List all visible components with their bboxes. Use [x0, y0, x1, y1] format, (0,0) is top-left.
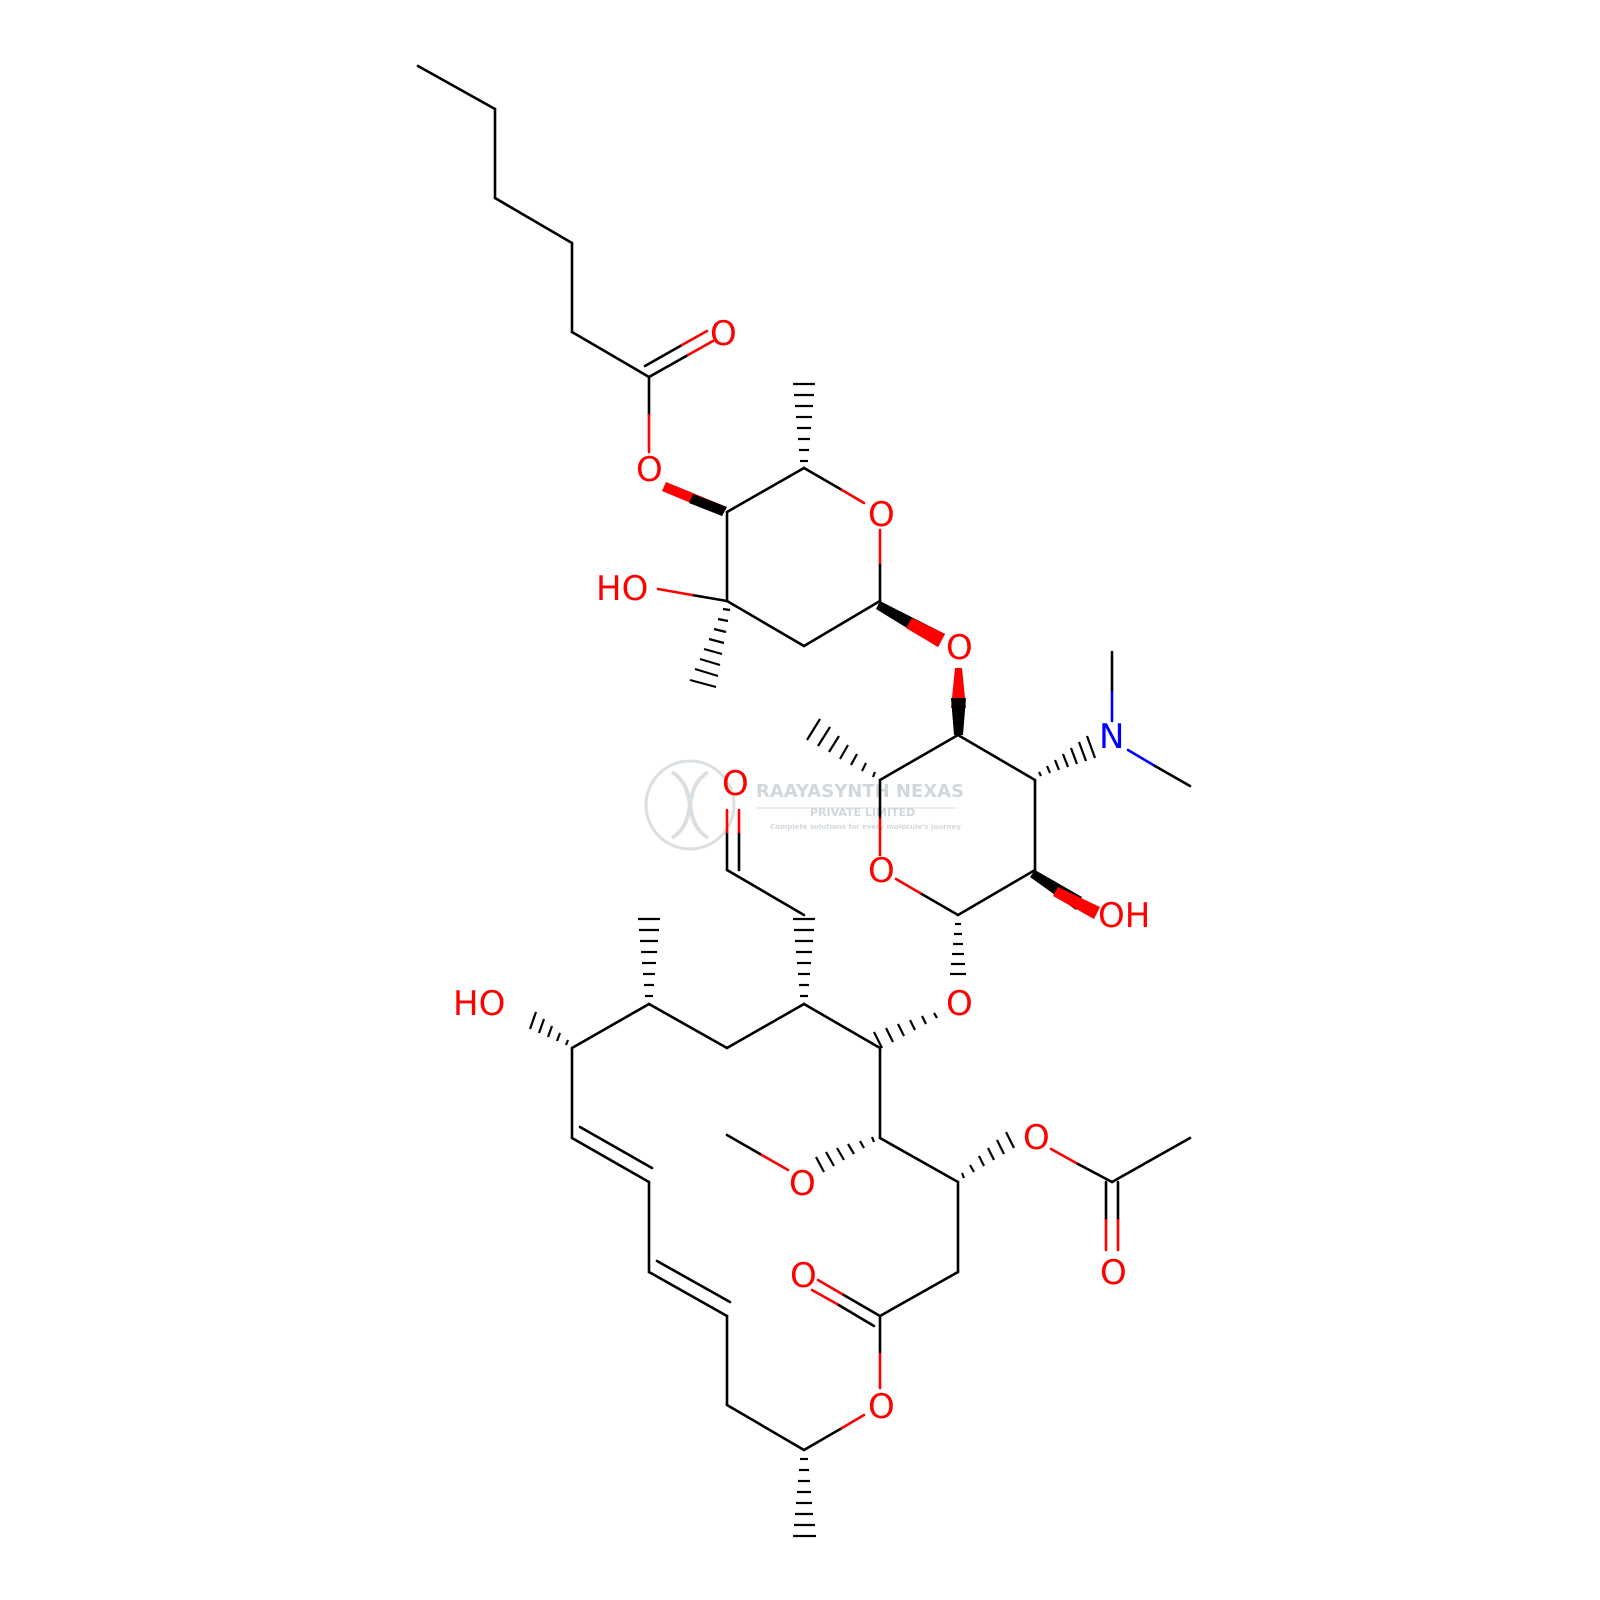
atom-label-ring1-o: O — [868, 495, 895, 535]
hashed-bond — [815, 1136, 876, 1173]
atom-label-ester-o-top: O — [636, 450, 663, 490]
hashed-bond — [638, 917, 660, 998]
atom-label-ring2-oh: OH — [1098, 896, 1150, 936]
atom-label-lactone-carbonyl-o: O — [790, 1256, 817, 1296]
hashed-bond — [873, 1012, 938, 1049]
sugar-ring-2 — [806, 650, 1192, 976]
atom-labels: O O O HO O N O O OH O HO O O O O O — [453, 314, 1150, 1427]
hashed-bond — [528, 1011, 570, 1046]
hashed-bond — [689, 607, 731, 689]
atom-label-ring2-o: O — [868, 851, 895, 891]
atom-label-ring1-ho: HO — [596, 569, 648, 609]
hashed-bond — [1038, 735, 1097, 777]
hashed-bond — [793, 917, 815, 998]
atom-label-macro-ho: HO — [453, 984, 505, 1024]
atom-label-acetate-carbonyl-o: O — [1100, 1253, 1127, 1293]
watermark: RAAYASYNTH NEXAS PRIVATE LIMITED Complet… — [644, 759, 964, 851]
hashed-bond — [793, 1457, 816, 1538]
watermark-tagline: Complete solutions for every molecule's … — [770, 823, 961, 831]
atom-label-carbonyl-o-top: O — [710, 314, 737, 354]
watermark-subtitle: PRIVATE LIMITED — [810, 806, 915, 819]
hashed-bond — [806, 718, 877, 778]
hashed-bond — [960, 1131, 1015, 1179]
atom-label-acetate-o: O — [1023, 1118, 1050, 1158]
atom-label-lactone-o: O — [868, 1387, 895, 1427]
hashed-bond — [950, 922, 966, 976]
watermark-name: RAAYASYNTH NEXAS — [756, 781, 964, 802]
atom-label-amine-n: N — [1099, 717, 1124, 757]
macrolactone-ring — [528, 808, 1192, 1538]
atom-label-aldehyde-o: O — [722, 764, 749, 804]
hashed-bond — [793, 382, 815, 463]
atom-label-glycosidic-o2: O — [946, 984, 973, 1024]
hexanoyl-chain — [416, 64, 715, 454]
atom-label-glycosidic-o1: O — [946, 628, 973, 668]
atom-label-methoxy-o: O — [789, 1164, 816, 1204]
dna-helix-logo-icon — [644, 759, 736, 851]
sugar-ring-1 — [656, 382, 945, 689]
